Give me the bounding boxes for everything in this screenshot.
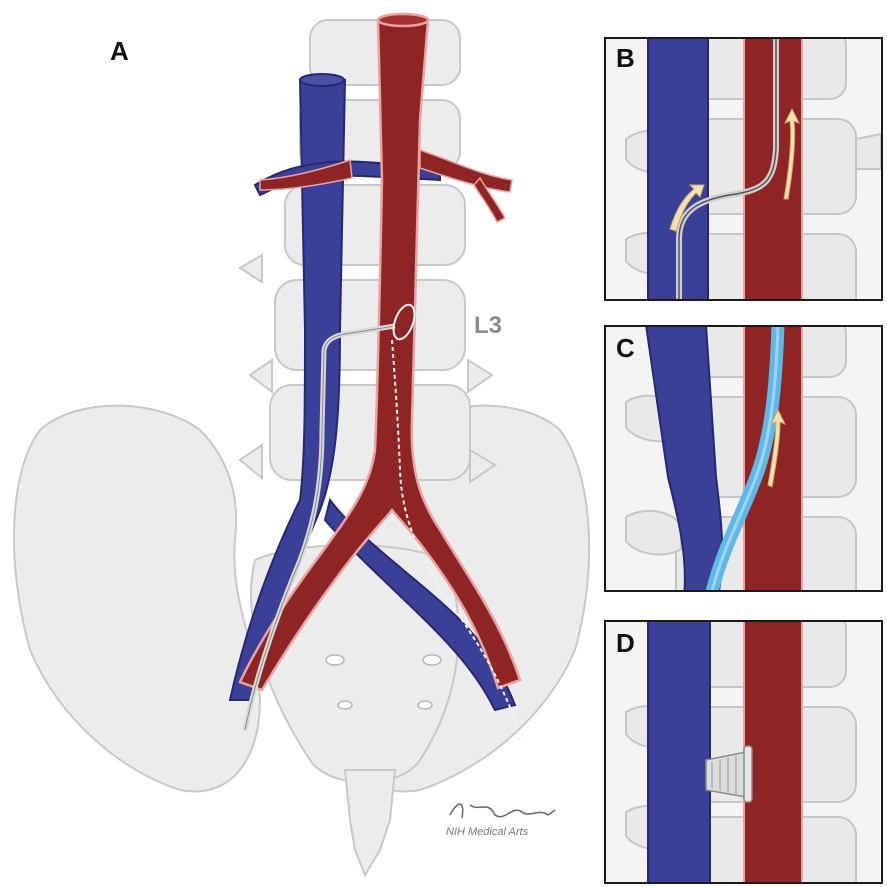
- renal-artery-left: [259, 158, 353, 191]
- renal-artery-right: [419, 148, 513, 193]
- snare-loop: [392, 303, 416, 341]
- closure-device: [705, 745, 753, 803]
- panel-d: D: [604, 620, 883, 884]
- panel-d-label: D: [616, 628, 635, 658]
- vein-segment: [647, 622, 711, 882]
- panel-b: B: [604, 37, 883, 301]
- credit-text: NIH Medical Arts: [446, 826, 529, 838]
- lumbar-vertebrae: [238, 19, 497, 484]
- panel-c-label: C: [616, 333, 635, 363]
- arterial-wire: [391, 339, 521, 741]
- vein-segment: [645, 327, 724, 590]
- panel-d-illustration: [625, 622, 857, 882]
- direction-arrow: [767, 408, 787, 488]
- aorta: [238, 12, 522, 692]
- panel-b-illustration: [625, 39, 881, 299]
- artist-signature: [449, 803, 556, 819]
- panel-a-illustration: [12, 12, 591, 878]
- panel-c-illustration: [625, 327, 857, 590]
- inferior-vena-cava: [228, 73, 517, 712]
- vertebra-level-label: L3: [474, 312, 503, 339]
- panel-a-label: A: [110, 36, 129, 66]
- sacral-foramina: [325, 654, 442, 710]
- panel-c: C: [604, 325, 883, 592]
- direction-arrow: [669, 184, 705, 232]
- direction-arrow-2: [783, 107, 801, 200]
- renal-artery-branch: [473, 176, 507, 224]
- panel-b-label: B: [616, 43, 635, 73]
